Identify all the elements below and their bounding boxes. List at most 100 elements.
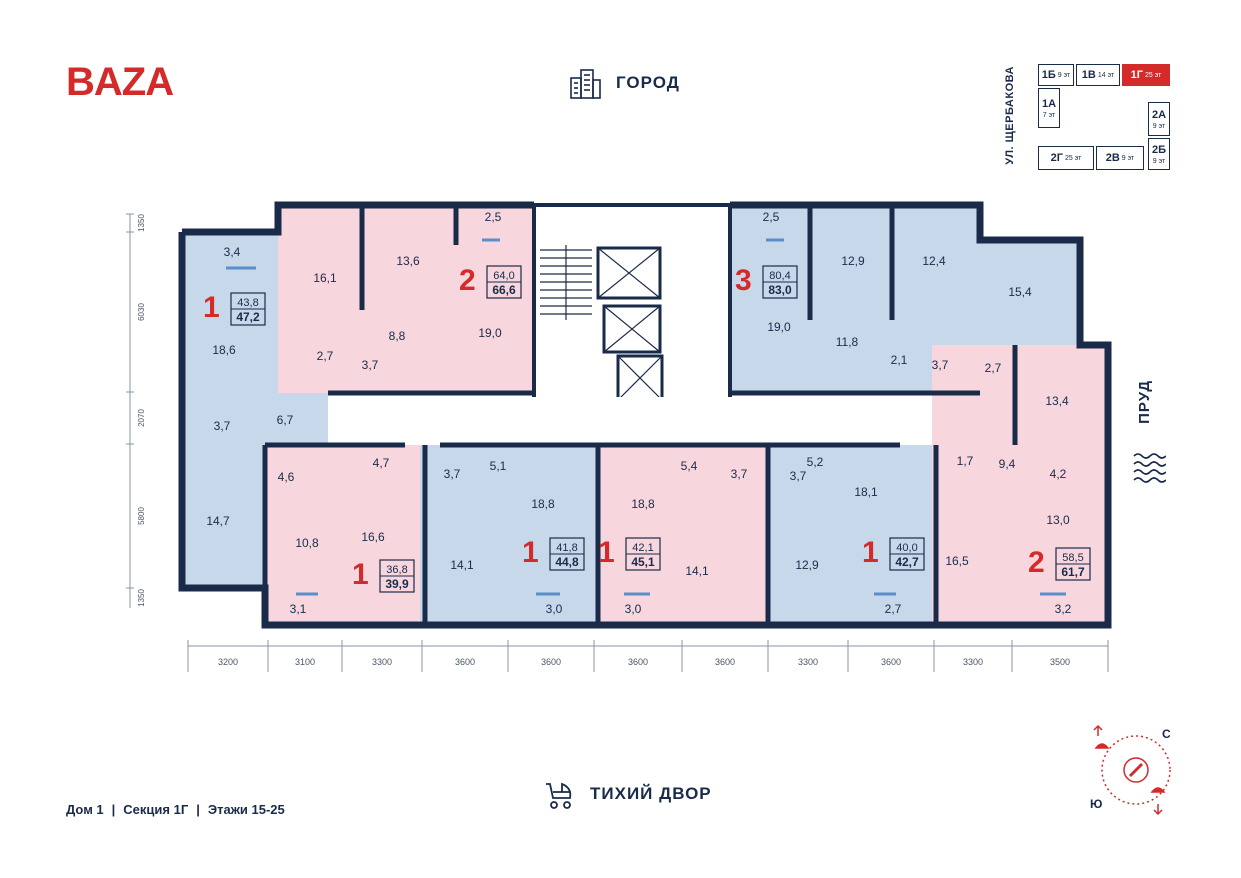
wall-top-right [730,201,1112,629]
dim-horizontal-label: 3600 [455,657,475,667]
compass-needle [1128,762,1144,778]
room-area-label: 8,8 [389,329,406,343]
dim-horizontal-label: 3300 [372,657,392,667]
room-area-label: 2,7 [317,349,334,363]
apartment-living-area: 64,0 [493,270,514,282]
buildings-icon [570,69,601,99]
direction-city: ГОРОД [568,66,680,100]
room-area-label: 12,9 [795,558,819,572]
apartment-total-area: 44,8 [555,555,579,569]
room-area-label: 2,1 [891,353,908,367]
apartment-total-area: 47,2 [236,310,260,324]
footer-section: Секция 1Г [123,802,189,817]
apartment-rooms-count: 2 [1028,546,1045,579]
room-area-label: 16,1 [313,271,337,285]
room-area-label: 5,4 [681,459,698,473]
apartment-zone-1c [420,445,600,625]
footer-caption: Дом 1 | Секция 1Г | Этажи 15-25 [66,802,285,817]
room-area-label: 1,7 [957,454,974,468]
sun-rise-icon [1094,743,1110,749]
apartment-total-area: 83,0 [768,283,792,297]
footer-separator: | [111,802,116,817]
direction-pond: ПРУД [1132,380,1172,500]
apartment-living-area: 58,5 [1062,552,1083,564]
water-waves-icon [1133,453,1166,483]
room-area-label: 3,1 [290,602,307,616]
room-area-label: 9,4 [999,457,1016,471]
dim-horizontal-label: 3600 [715,657,735,667]
room-area-label: 15,4 [1008,285,1032,299]
apartment-label: 1 42,145,1 [598,536,661,571]
apartment-total-area: 45,1 [631,555,655,569]
room-area-label: 18,8 [631,497,655,511]
room-area-label: 3,7 [444,467,461,481]
footer-house: Дом 1 [66,802,104,817]
apartment-living-area: 80,4 [769,270,790,282]
sun-set-icon [1150,787,1166,793]
apartment-label: 2 58,561,7 [1028,546,1091,581]
room-area-label: 13,6 [396,254,420,268]
room-area-label: 2,5 [763,210,780,224]
apartment-living-area: 40,0 [896,542,917,554]
dim-horizontal-label: 3100 [295,657,315,667]
apartment-rooms-count: 1 [598,536,615,569]
direction-yard-label: ТИХИЙ ДВОР [590,784,712,803]
compass-circle [1101,735,1171,805]
apartment-living-area: 36,8 [386,564,407,576]
dim-vertical-label: 6030 [137,303,146,321]
room-area-label: 16,5 [945,554,969,568]
compass-rose: С Ю [1090,724,1171,816]
staircase [540,245,592,320]
dim-horizontal-label: 3300 [963,657,983,667]
room-area-label: 18,8 [531,497,555,511]
room-area-label: 10,8 [295,536,319,550]
apartment-total-area: 39,9 [385,577,409,591]
room-area-label: 3,4 [224,245,241,259]
room-area-label: 3,2 [1055,602,1072,616]
apartment-zone-1e [766,445,936,625]
dim-vertical-label: 2070 [137,409,146,427]
compass-south: Ю [1090,797,1102,811]
arrow-up-icon [1093,724,1103,736]
room-area-label: 3,7 [214,419,231,433]
apartment-total-area: 42,7 [895,555,919,569]
apartment-living-area: 42,1 [632,542,653,554]
apartment-zone-2-right [932,345,1108,625]
apartment-rooms-count: 3 [735,264,752,297]
room-area-label: 2,7 [985,361,1002,375]
room-area-label: 19,0 [767,320,791,334]
compass-center [1123,757,1149,783]
footer-floors: Этажи 15-25 [207,802,285,817]
dim-vertical-label: 1350 [137,214,146,232]
room-area-label: 3,0 [546,602,563,616]
corridor [328,397,932,441]
apartment-living-area: 41,8 [556,542,577,554]
compass-north: С [1162,727,1171,741]
room-area-label: 4,6 [278,470,295,484]
brand-logo: BAZA [66,60,174,104]
arrow-down-icon [1153,804,1163,816]
room-area-label: 19,0 [478,326,502,340]
room-area-label: 3,7 [731,467,748,481]
apartment-total-area: 61,7 [1061,565,1085,579]
room-area-label: 4,7 [373,456,390,470]
room-area-label: 2,7 [885,602,902,616]
dim-vertical-label: 5800 [137,507,146,525]
room-area-label: 12,9 [841,254,865,268]
room-area-label: 5,1 [490,459,507,473]
room-area-label: 12,4 [922,254,946,268]
room-area-label: 2,5 [485,210,502,224]
apartment-zone-1b [265,445,425,625]
room-area-label: 3,7 [790,469,807,483]
dim-horizontal-label: 3600 [881,657,901,667]
